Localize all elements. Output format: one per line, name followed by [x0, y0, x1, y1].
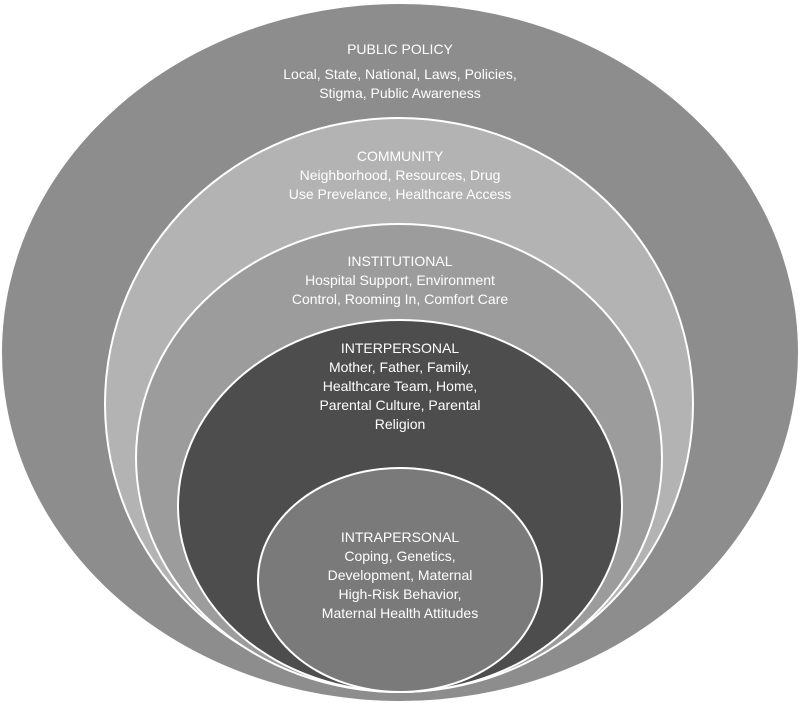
public-policy-description: Local, State, National, Laws, Policies, …	[250, 65, 550, 103]
intrapersonal-desc-line: Maternal Health Attitudes	[321, 605, 479, 621]
institutional-description: Hospital Support, Environment Control, R…	[270, 271, 530, 309]
public-policy-desc-line: Stigma, Public Awareness	[319, 85, 481, 101]
intrapersonal-desc-line: High-Risk Behavior,	[338, 586, 462, 602]
interpersonal-desc-line: Mother, Father, Family,	[328, 359, 472, 375]
community-description: Neighborhood, Resources, Drug Use Prevel…	[270, 166, 530, 204]
intrapersonal-ring	[257, 467, 543, 693]
intrapersonal-desc-line: Coping, Genetics,	[344, 548, 456, 564]
community-label: COMMUNITY Neighborhood, Resources, Drug …	[270, 147, 530, 204]
interpersonal-title: INTERPERSONAL	[340, 340, 460, 356]
institutional-label: INSTITUTIONAL Hospital Support, Environm…	[270, 252, 530, 309]
intrapersonal-label: INTRAPERSONAL Coping, Genetics, Developm…	[300, 528, 500, 623]
intrapersonal-title: INTRAPERSONAL	[340, 529, 460, 545]
institutional-desc-line: Hospital Support, Environment	[305, 272, 495, 288]
interpersonal-desc-line: Parental Culture, Parental	[319, 397, 481, 413]
community-desc-line: Neighborhood, Resources, Drug	[299, 167, 501, 183]
institutional-title: INSTITUTIONAL	[347, 253, 453, 269]
public-policy-label: PUBLIC POLICY Local, State, National, La…	[250, 40, 550, 103]
institutional-desc-line: Control, Rooming In, Comfort Care	[291, 291, 509, 307]
public-policy-title: PUBLIC POLICY	[347, 41, 453, 57]
interpersonal-description: Mother, Father, Family, Healthcare Team,…	[290, 358, 510, 434]
interpersonal-desc-line: Religion	[374, 416, 426, 432]
intrapersonal-desc-line: Development, Maternal	[327, 567, 473, 583]
intrapersonal-description: Coping, Genetics, Development, Maternal …	[300, 547, 500, 623]
public-policy-desc-line: Local, State, National, Laws, Policies,	[283, 66, 517, 82]
community-desc-line: Use Prevelance, Healthcare Access	[288, 186, 512, 202]
community-title: COMMUNITY	[356, 148, 444, 164]
interpersonal-label: INTERPERSONAL Mother, Father, Family, He…	[290, 339, 510, 434]
interpersonal-desc-line: Healthcare Team, Home,	[322, 378, 478, 394]
